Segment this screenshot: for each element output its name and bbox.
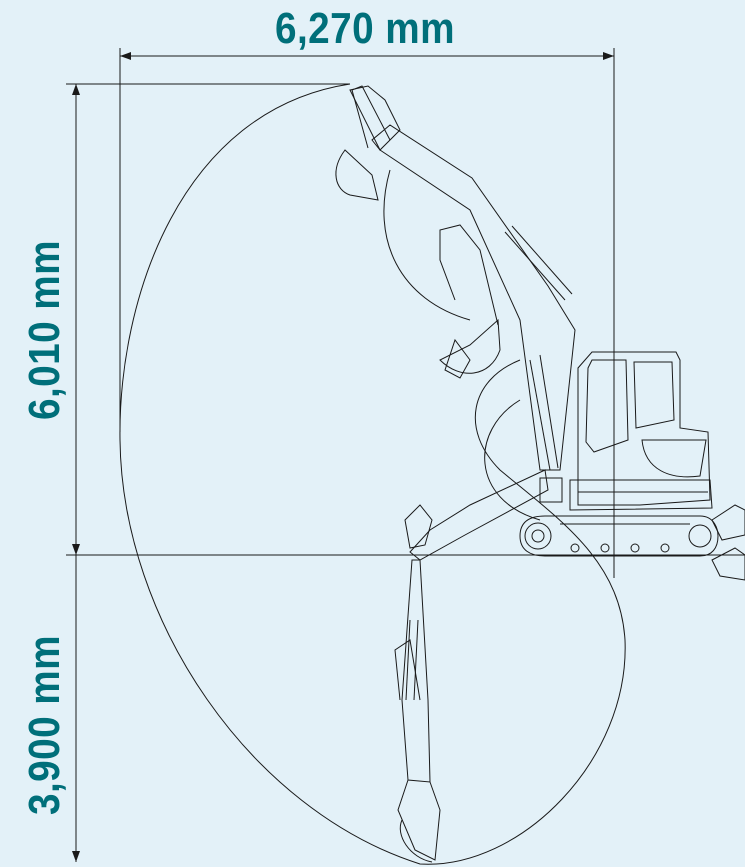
inner-swing-arc xyxy=(383,169,471,321)
working-envelope-outline xyxy=(119,83,626,865)
height-dimension-label: 6,010 mm xyxy=(20,239,69,420)
raised-boom-pose xyxy=(335,85,576,471)
lowered-arm-pose xyxy=(394,469,549,863)
inner-swing-arc-lower xyxy=(484,399,541,521)
dozer-blade xyxy=(711,504,745,581)
cab-and-upper-structure xyxy=(539,351,713,511)
reach-dimension-label: 6,270 mm xyxy=(275,4,456,53)
height-dimension-line xyxy=(66,83,350,555)
depth-dimension-label: 3,900 mm xyxy=(20,634,69,815)
reach-dimension-line xyxy=(119,48,615,578)
track-undercarriage xyxy=(519,515,719,557)
depth-dimension-line xyxy=(72,555,80,862)
